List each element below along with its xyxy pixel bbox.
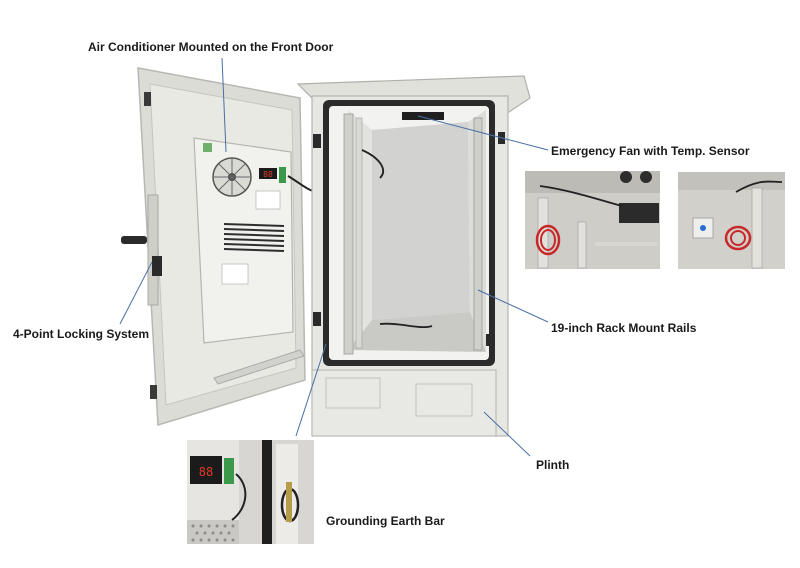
fan-housing <box>619 203 659 223</box>
leader-lines <box>119 57 549 457</box>
air-conditioner-unit: 88 <box>193 137 327 344</box>
temperature-display <box>259 168 277 179</box>
lock-latch <box>152 256 162 276</box>
callout-air-conditioner: Air Conditioner Mounted on the Front Doo… <box>88 40 334 54</box>
vent-grille <box>223 223 285 252</box>
body-hinge <box>313 134 321 148</box>
leader-air-conditioner <box>221 57 227 153</box>
inset-sensor-photo <box>678 172 785 269</box>
leader-locking-system <box>119 261 153 325</box>
cabinet-body <box>296 75 531 437</box>
callout-plinth: Plinth <box>536 458 570 472</box>
rack-rail-right <box>473 117 483 351</box>
callout-rack-rails: 19-inch Rack Mount Rails <box>551 321 697 335</box>
info-label <box>221 263 249 285</box>
inset-display-digits: 88 <box>199 465 213 479</box>
red-cable-coil <box>724 225 752 251</box>
interior-back-panel <box>372 122 470 320</box>
inset-fan-photo <box>525 171 660 269</box>
rack-rail-left <box>343 113 354 355</box>
door-hinge <box>144 92 151 106</box>
door-gasket-detail <box>262 440 272 544</box>
door-handle <box>121 236 147 244</box>
earth-bar <box>286 482 292 522</box>
inset-terminal-block <box>224 458 234 484</box>
callout-grounding-bar: Grounding Earth Bar <box>326 514 445 528</box>
red-cable-coil <box>535 224 561 256</box>
door-hinge <box>150 385 157 399</box>
emergency-fan <box>402 112 444 120</box>
inset-grounding-photo: 88 <box>187 440 314 544</box>
callout-locking-system: 4-Point Locking System <box>13 327 150 341</box>
terminal-block <box>279 167 286 183</box>
plinth <box>311 369 497 437</box>
leader-plinth <box>483 411 531 457</box>
leader-emergency-fan <box>417 115 549 151</box>
logo-sticker <box>203 143 212 152</box>
interior-floor <box>348 312 486 352</box>
callout-emergency-fan: Emergency Fan with Temp. Sensor <box>551 144 750 158</box>
leader-grounding-bar <box>295 343 327 437</box>
body-hinge <box>313 312 321 326</box>
display-digits: 88 <box>263 170 273 179</box>
inset-temperature-display <box>190 456 222 484</box>
leader-rack-rails <box>477 289 549 323</box>
spec-label <box>255 190 281 210</box>
latch-point <box>486 334 493 346</box>
